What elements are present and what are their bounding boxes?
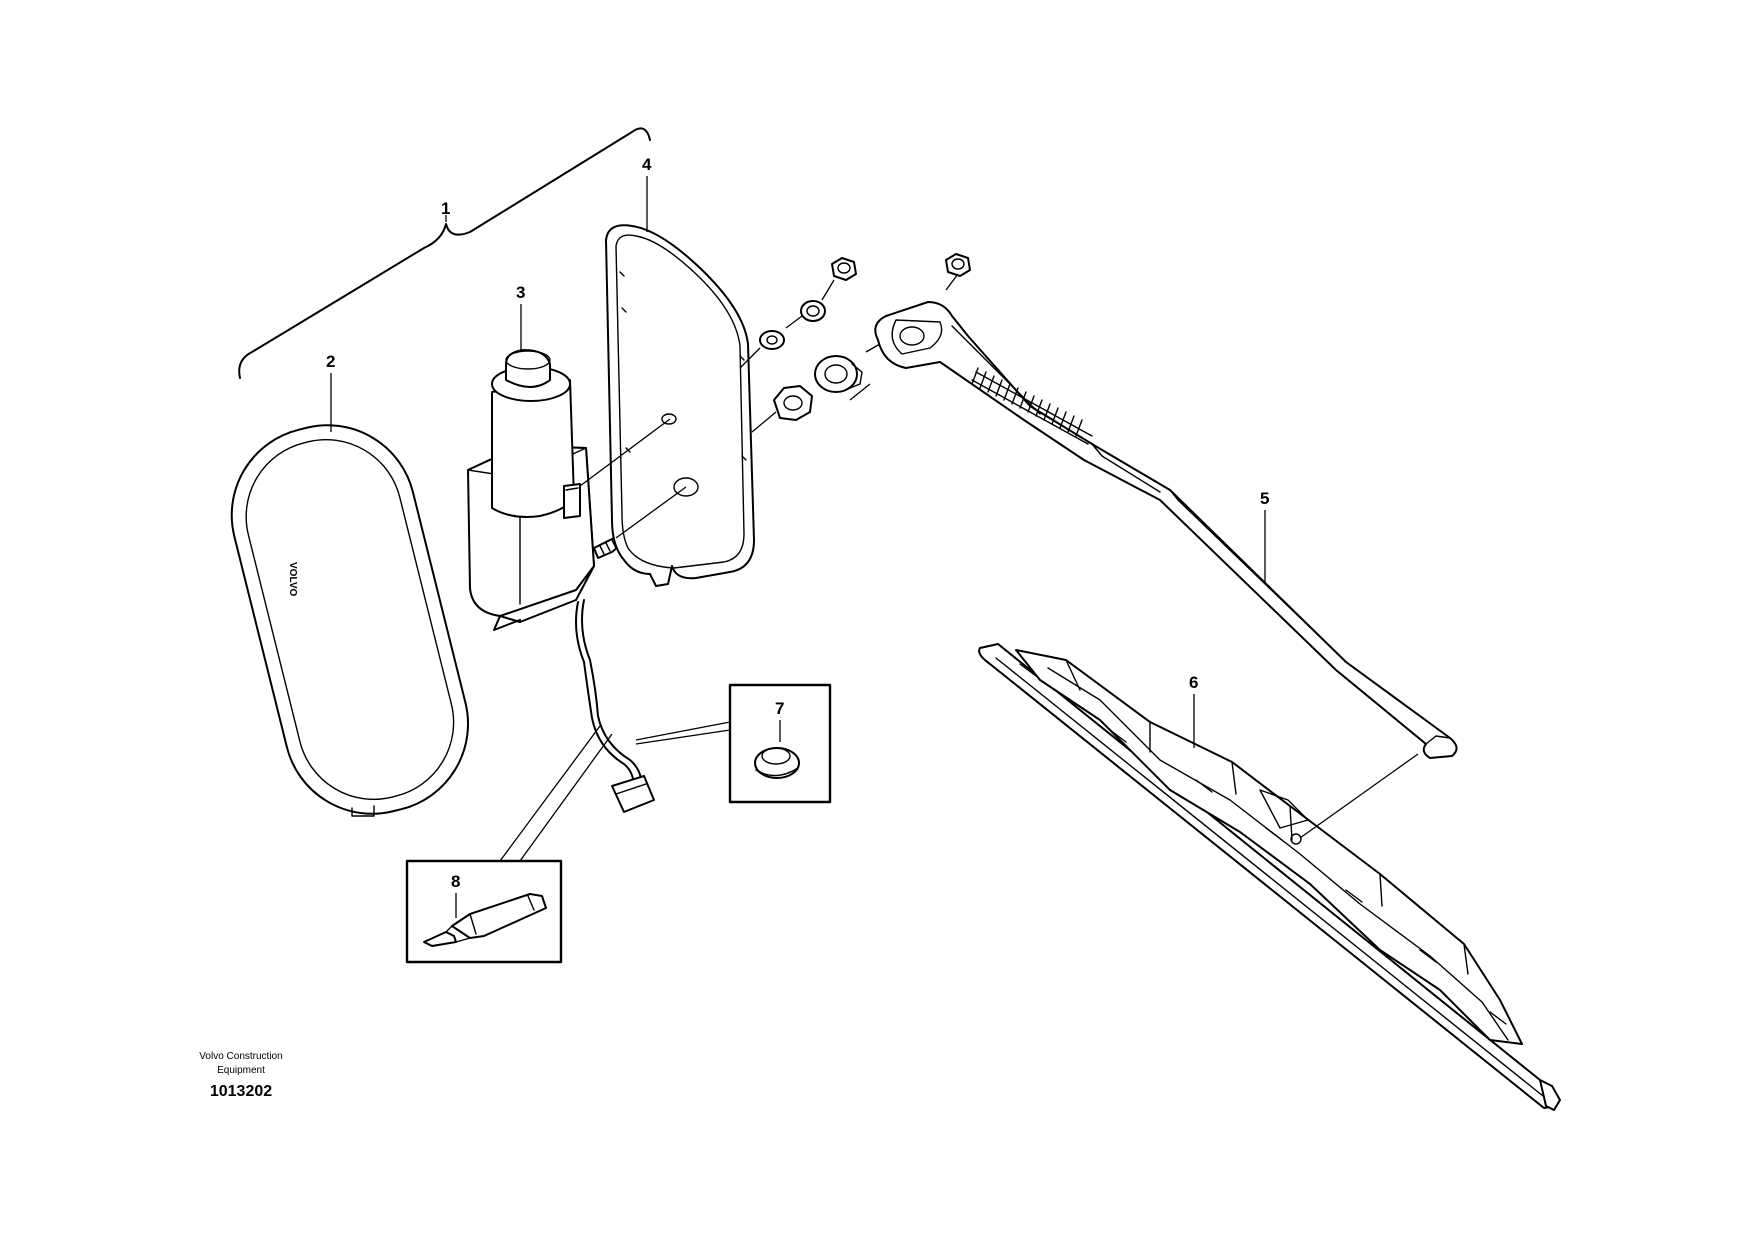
fasteners xyxy=(579,253,971,539)
part-wiper-motor xyxy=(467,349,655,813)
callout-6: 6 xyxy=(1189,673,1198,692)
detail-box-7 xyxy=(728,683,832,804)
cover-logo: VOLVO xyxy=(287,562,298,596)
callout-1: 1 xyxy=(441,199,450,218)
detail-7-pointer xyxy=(635,721,731,745)
credit-line-2: Equipment xyxy=(217,1065,265,1076)
part-bracket-plate xyxy=(605,224,755,587)
arm-blade-link-line xyxy=(1299,753,1419,839)
callout-4: 4 xyxy=(642,155,652,174)
part-wiper-arm xyxy=(874,301,1458,759)
part-cover: VOLVO xyxy=(230,424,470,817)
callout-8: 8 xyxy=(451,872,460,891)
detail-8-pointer xyxy=(499,725,613,862)
callout-7: 7 xyxy=(775,699,784,718)
callout-2: 2 xyxy=(326,352,335,371)
figure-number: 1013202 xyxy=(210,1083,272,1100)
callout-5: 5 xyxy=(1260,489,1269,508)
part-wiper-blade xyxy=(978,643,1561,1111)
assembly-brace xyxy=(238,127,651,379)
arm-spring xyxy=(971,367,1093,445)
detail-box-8 xyxy=(405,859,563,964)
callout-3: 3 xyxy=(516,283,525,302)
credit-line-1: Volvo Construction xyxy=(199,1051,282,1062)
